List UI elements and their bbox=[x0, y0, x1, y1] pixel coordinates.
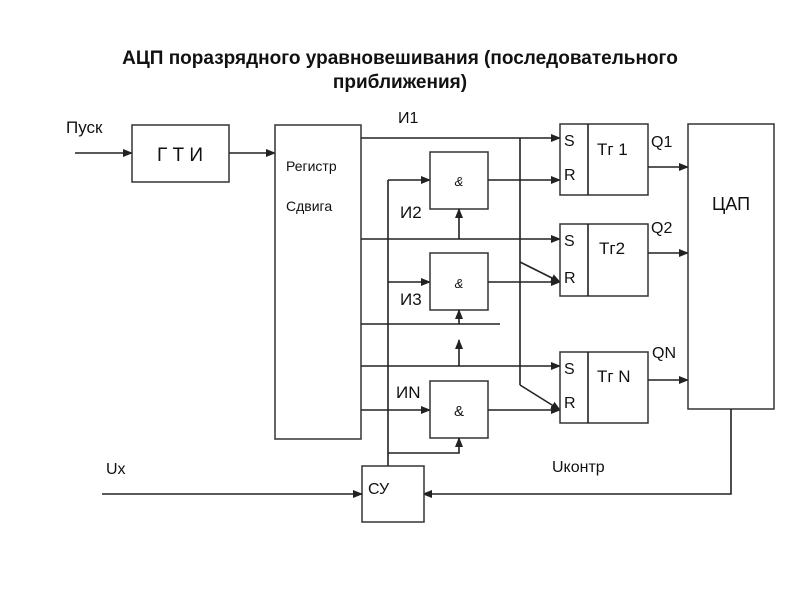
trigger-n-block bbox=[559, 351, 649, 424]
qN-label: QN bbox=[652, 345, 676, 362]
and2-label: И2 bbox=[400, 203, 422, 222]
ucontr-label: Uконтр bbox=[552, 459, 605, 476]
trigger-1-s-label: S bbox=[564, 133, 575, 150]
title-line-1: АЦП поразрядного уравновешивания (послед… bbox=[122, 48, 678, 69]
q1-label: Q1 bbox=[651, 134, 672, 151]
trigger-n-s-label: S bbox=[564, 361, 575, 378]
ux-label: Ux bbox=[106, 461, 126, 478]
title-line-2: приближения) bbox=[332, 72, 468, 93]
trigger-n-label: Тг N bbox=[597, 367, 631, 386]
start-label: Пуск bbox=[66, 118, 103, 137]
dac-block bbox=[687, 123, 775, 410]
trigger-1-block bbox=[559, 123, 649, 196]
bus-to-andN-wire bbox=[388, 437, 463, 454]
and2-symbol: & bbox=[455, 174, 464, 189]
reset-to-r2-wire bbox=[519, 261, 561, 283]
register-label-2: Сдвига bbox=[286, 198, 332, 214]
trigger-2-label: Тг2 bbox=[599, 239, 625, 258]
trigger-1-label: Тг 1 bbox=[597, 140, 628, 159]
comparator-block bbox=[361, 465, 425, 523]
register-label-1: Регистр bbox=[286, 158, 337, 174]
trigger-1-r-label: R bbox=[564, 167, 576, 184]
q2-label: Q2 bbox=[651, 220, 672, 237]
andN-label: ИN bbox=[396, 383, 421, 402]
clock-generator-block bbox=[131, 124, 230, 183]
shift-register-block bbox=[274, 124, 362, 440]
and1-label: И1 bbox=[398, 110, 419, 127]
and3-symbol: & bbox=[455, 276, 464, 291]
and3-label: И3 bbox=[400, 290, 422, 309]
trigger-2-r-label: R bbox=[564, 270, 576, 287]
andN-symbol: & bbox=[454, 403, 464, 420]
trigger-n-r-label: R bbox=[564, 395, 576, 412]
diagram-title: АЦП поразрядного уравновешивания (послед… bbox=[0, 47, 800, 95]
dac-feedback-wire bbox=[422, 409, 732, 498]
gti-label: Г Т И bbox=[157, 145, 203, 166]
trigger-2-s-label: S bbox=[564, 233, 575, 250]
dac-label: ЦАП bbox=[712, 194, 750, 214]
comparator-label: СУ bbox=[368, 481, 390, 498]
reset-to-rN-wire bbox=[519, 384, 561, 411]
trigger-2-block bbox=[559, 223, 649, 297]
